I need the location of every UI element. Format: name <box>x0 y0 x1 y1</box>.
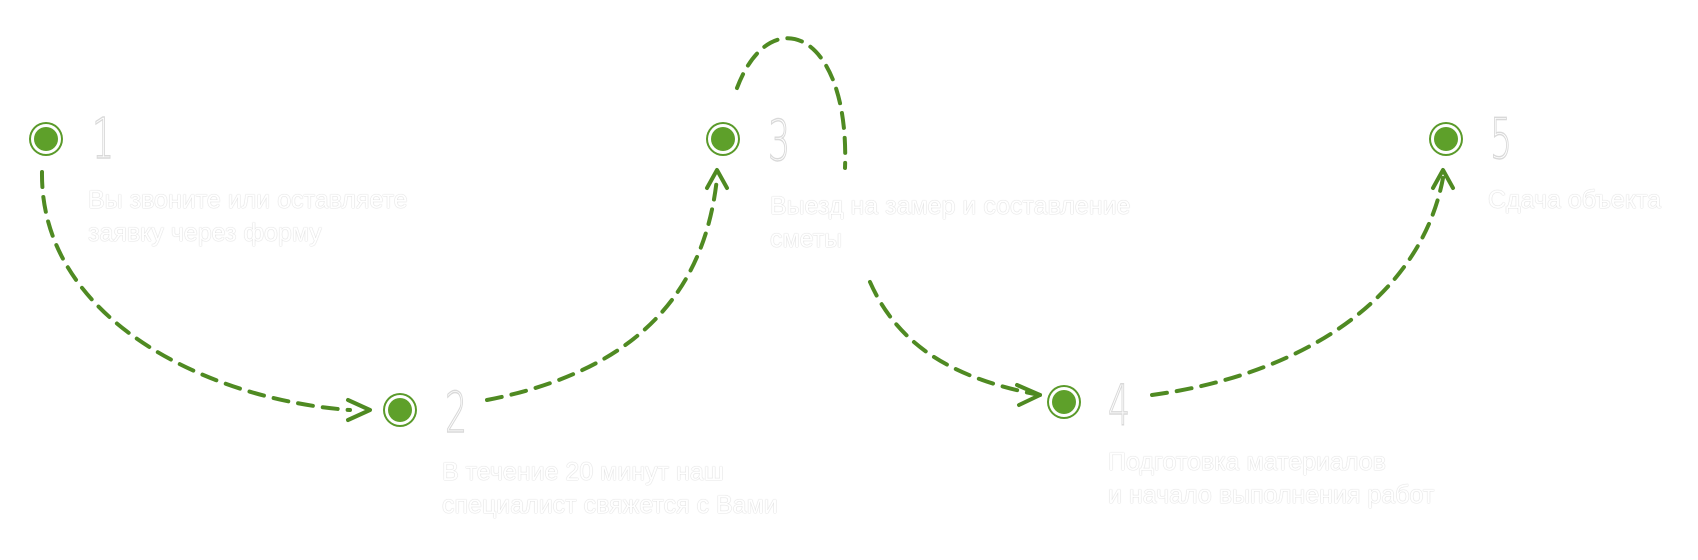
step-2-description: В течение 20 минут наш специалист свяжет… <box>442 458 778 519</box>
step-3-description: Выезд на замер и составление сметы <box>770 192 1131 253</box>
step-1-description: Вы звоните или оставляете заявку через ф… <box>88 186 408 247</box>
step-5-description: Сдача объекта <box>1488 186 1662 214</box>
step-4-number: 4 <box>1108 374 1131 439</box>
arrowhead-3 <box>705 168 729 190</box>
step-1-marker <box>29 122 63 156</box>
step-3-marker <box>706 122 740 156</box>
connector-4-to-5 <box>1150 176 1445 397</box>
step-4-description: Подготовка материалов и начало выполнени… <box>1108 448 1435 509</box>
arrowhead-2 <box>346 398 372 422</box>
arrowhead-5 <box>1431 168 1455 190</box>
step-1-number: 1 <box>92 107 115 172</box>
arrowhead-4 <box>1015 383 1042 407</box>
connector-2-to-3 <box>485 176 719 402</box>
connector-3-to-4 <box>735 36 1042 397</box>
step-4-marker <box>1047 385 1081 419</box>
step-2-number: 2 <box>445 381 468 446</box>
step-2-marker <box>383 393 417 427</box>
step-5-number: 5 <box>1490 107 1513 172</box>
step-3-number: 3 <box>768 109 791 174</box>
step-5-marker <box>1429 122 1463 156</box>
connector-1-to-2 <box>39 170 352 412</box>
